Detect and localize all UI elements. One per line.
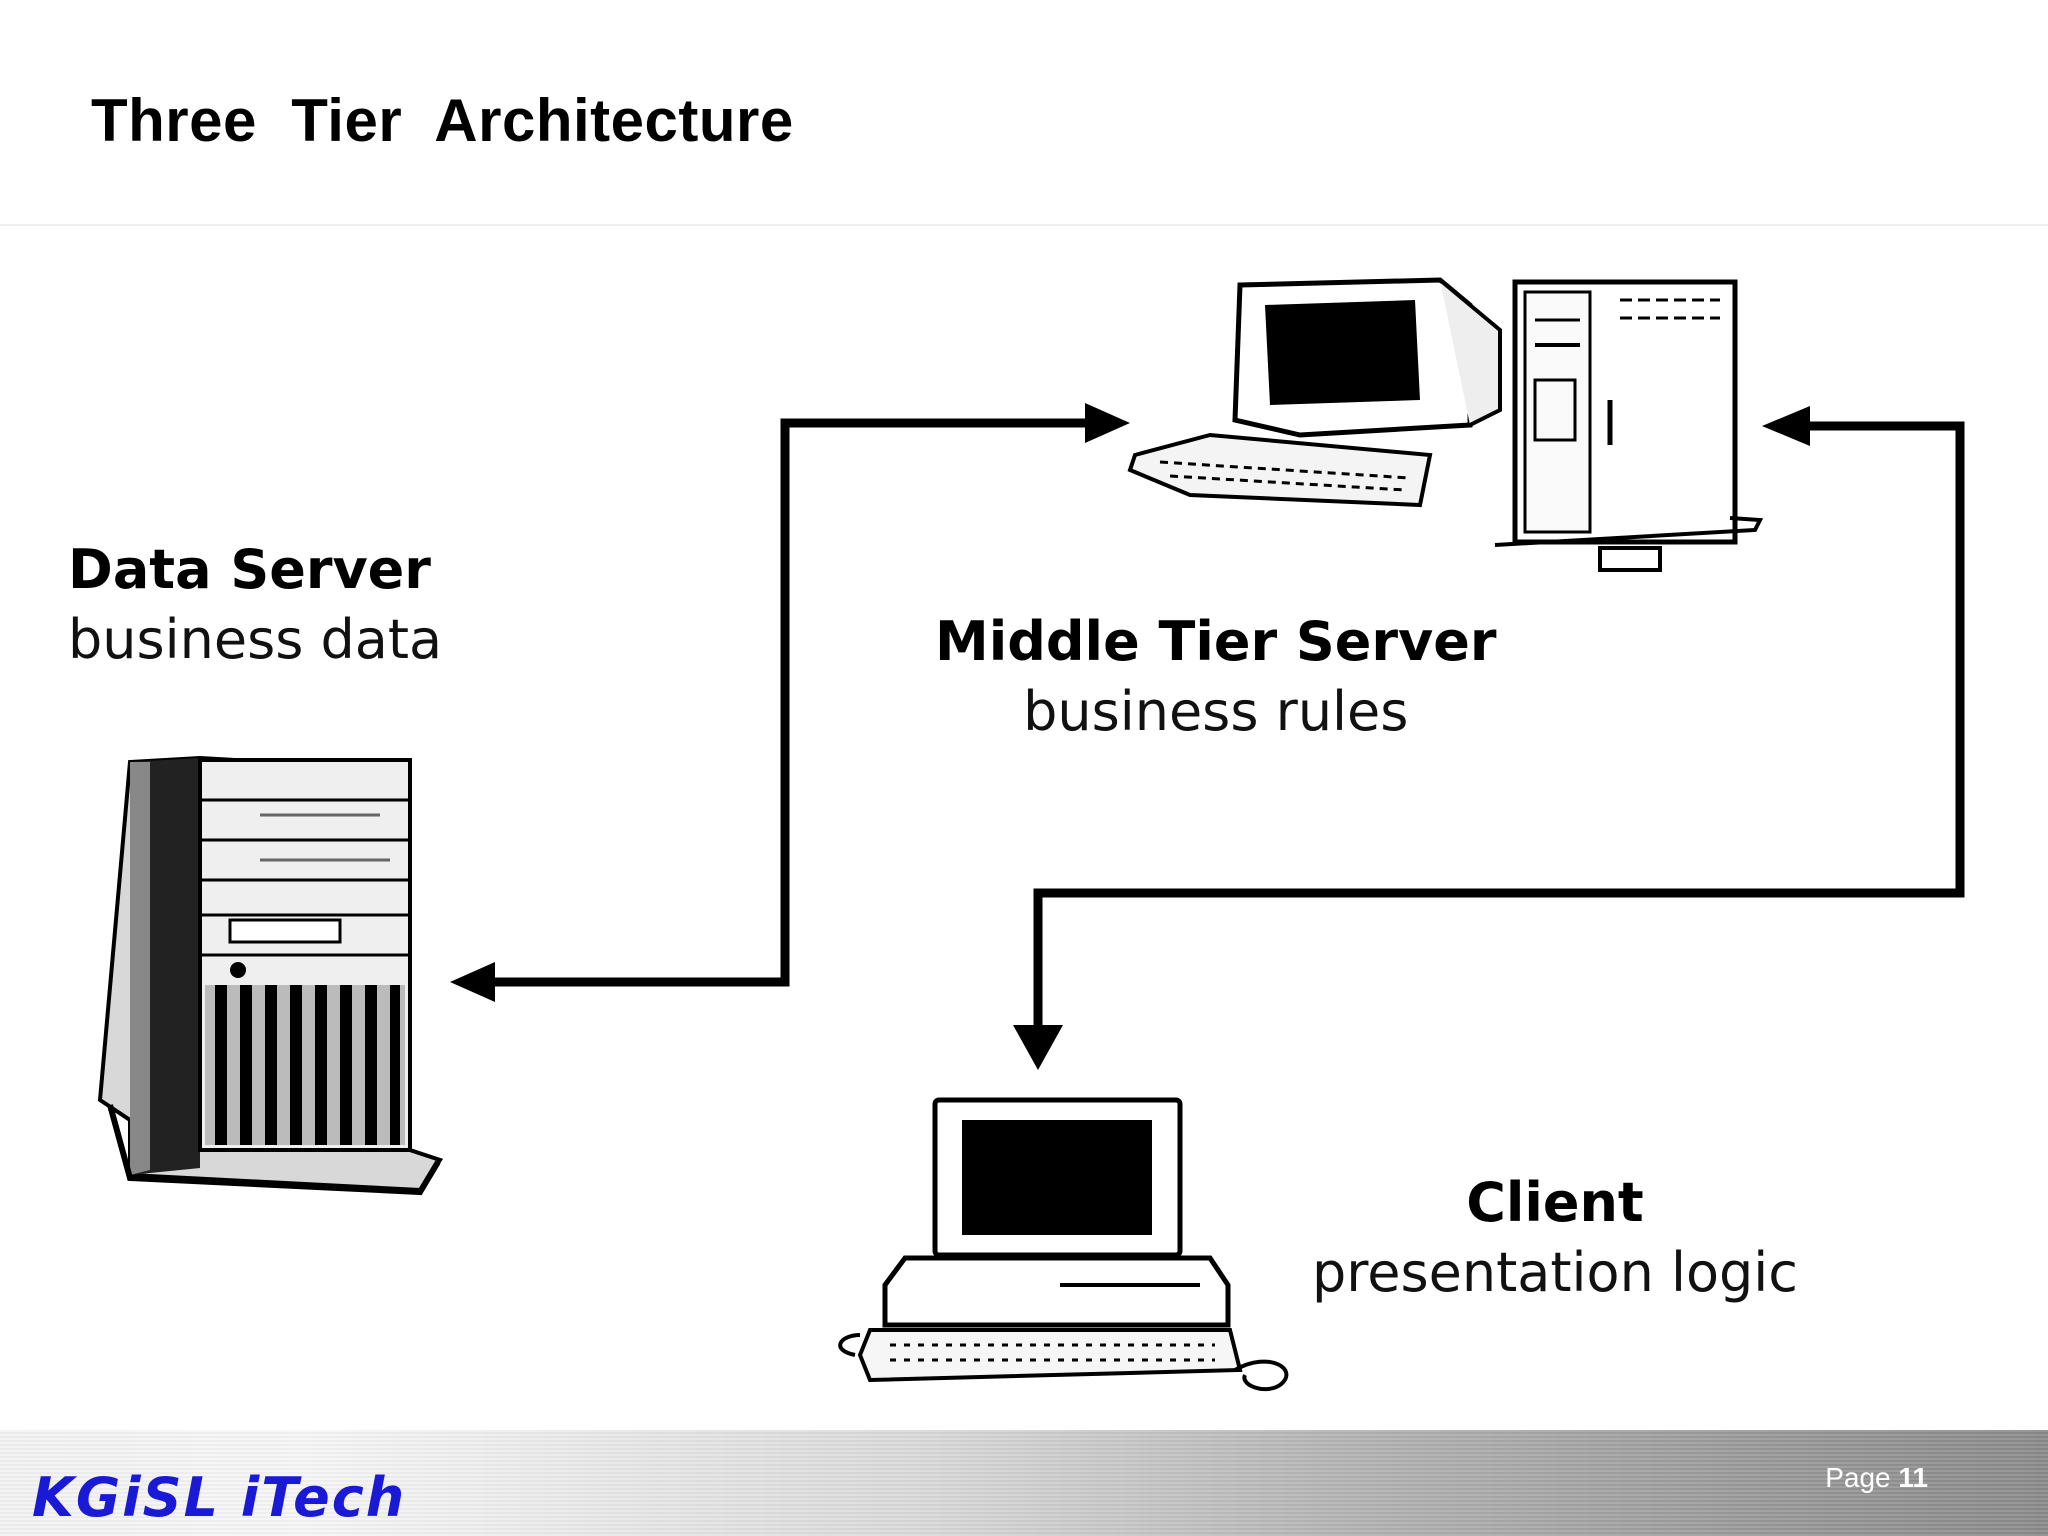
node-name: Client bbox=[1466, 1171, 1644, 1234]
three-tier-diagram bbox=[97, 277, 1965, 1392]
node-role: business rules bbox=[1023, 680, 1409, 743]
slide-title: Three Tier Architecture bbox=[91, 87, 794, 154]
connector-middle-client bbox=[1013, 406, 1965, 1070]
arrowhead-to-data-server bbox=[450, 962, 495, 1002]
node-name: Middle Tier Server bbox=[935, 610, 1497, 673]
page-indicator: Page 11 bbox=[1825, 1462, 1928, 1494]
arrowhead-to-middle-tier-right bbox=[1762, 406, 1810, 446]
arrowhead-to-middle-tier bbox=[1085, 403, 1130, 443]
page-number: 11 bbox=[1898, 1462, 1928, 1493]
brand-logo: KGiSL iTech bbox=[32, 1466, 407, 1529]
arrowhead-to-client bbox=[1013, 1025, 1063, 1070]
desktop-and-tower-icon bbox=[1127, 277, 1764, 572]
title-divider bbox=[0, 224, 2048, 226]
tower-server-icon bbox=[97, 755, 444, 1196]
page-label: Page bbox=[1825, 1462, 1891, 1493]
node-label-data-server: Data Server business data bbox=[68, 535, 442, 675]
node-role: presentation logic bbox=[1312, 1241, 1798, 1304]
desktop-computer-icon bbox=[838, 1097, 1289, 1392]
slide-footer: KGiSL iTech Page 11 bbox=[0, 1430, 2048, 1536]
node-role: business data bbox=[68, 608, 443, 671]
node-label-middle-tier: Middle Tier Server business rules bbox=[935, 607, 1497, 747]
node-label-client: Client presentation logic bbox=[1312, 1168, 1798, 1308]
connector-data-middle bbox=[450, 403, 1130, 1002]
node-name: Data Server bbox=[68, 538, 431, 601]
